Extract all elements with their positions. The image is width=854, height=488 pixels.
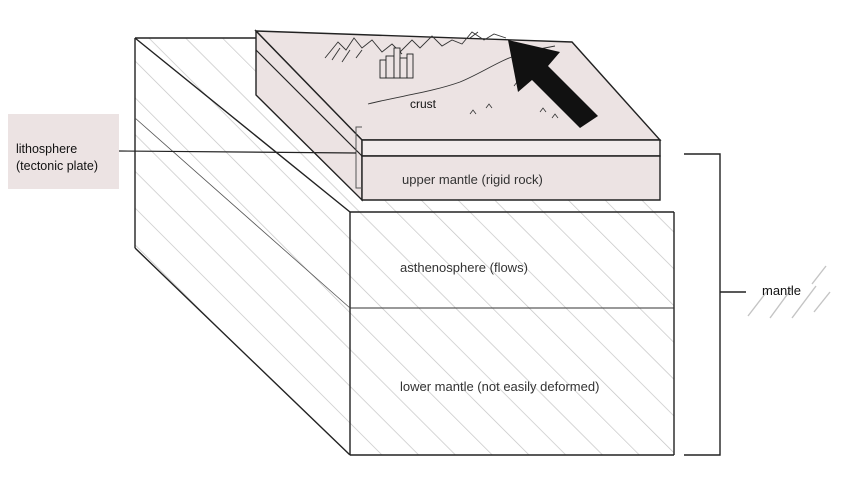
mountain-range-icon xyxy=(324,31,507,63)
mantle-left-face xyxy=(135,38,350,455)
upper-mantle-label: upper mantle (rigid rock) xyxy=(402,172,543,187)
crust-side-boundary xyxy=(255,49,363,157)
city-buildings-icon xyxy=(379,47,414,79)
crust-label: crust xyxy=(410,97,437,111)
mantle-bracket xyxy=(684,153,746,456)
mantle-label: mantle xyxy=(762,283,802,298)
lithosphere-leader-line xyxy=(118,150,357,154)
tectonic-plate-label: (tectonic plate) xyxy=(16,159,98,173)
upper-mantle-front xyxy=(361,155,661,201)
asthenosphere-boundary-side xyxy=(134,117,351,309)
lithosphere-label-box: lithosphere (tectonic plate) xyxy=(8,114,119,189)
plate-motion-arrow-icon xyxy=(508,40,598,128)
lithosphere-slab xyxy=(254,29,662,202)
mantle-hatch-swatch xyxy=(747,265,831,319)
lithosphere-bracket xyxy=(355,126,362,189)
crust-front-band xyxy=(361,139,661,157)
lithosphere-label: lithosphere xyxy=(16,142,78,156)
asthenosphere-label: asthenosphere (flows) xyxy=(400,260,528,275)
mantle-front-face xyxy=(350,212,674,455)
lower-mantle-label: lower mantle (not easily deformed) xyxy=(400,379,599,394)
